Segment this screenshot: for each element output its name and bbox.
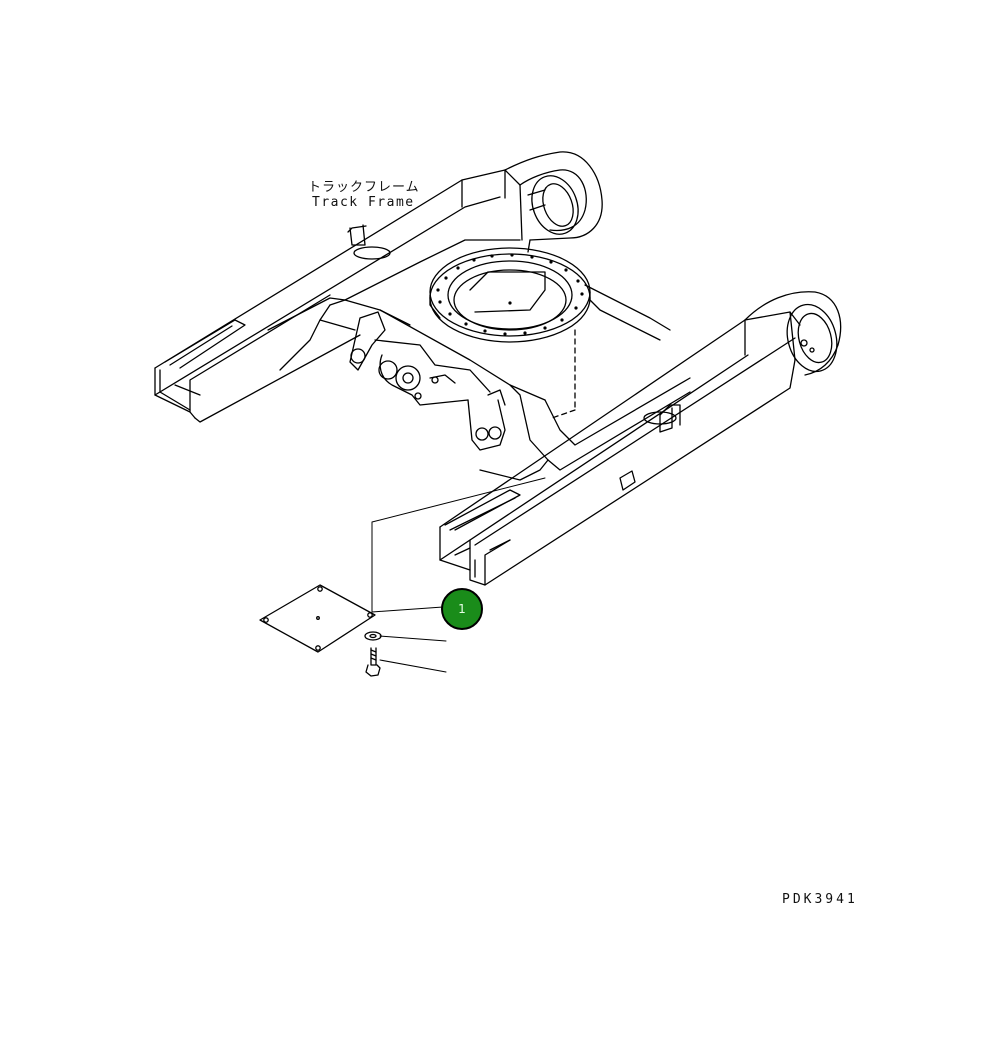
part-callout-1[interactable]: 1	[441, 588, 483, 630]
right-rail	[439, 311, 796, 586]
track-frame-label-english: Track Frame	[312, 195, 415, 210]
leader-lines	[371, 477, 546, 673]
track-frame-label-japanese: トラックフレーム	[308, 180, 420, 195]
front-brackets	[349, 311, 506, 451]
cover-plate	[259, 584, 376, 653]
left-rail	[154, 169, 521, 423]
washer	[364, 631, 382, 641]
center-body	[279, 239, 691, 481]
bolt	[365, 647, 381, 677]
rear-idler-housing	[504, 151, 603, 253]
part-callout-number: 1	[458, 602, 466, 616]
front-idler-housing	[744, 291, 842, 376]
drawing-id: PDK3941	[782, 892, 858, 907]
swing-circle	[429, 247, 591, 343]
